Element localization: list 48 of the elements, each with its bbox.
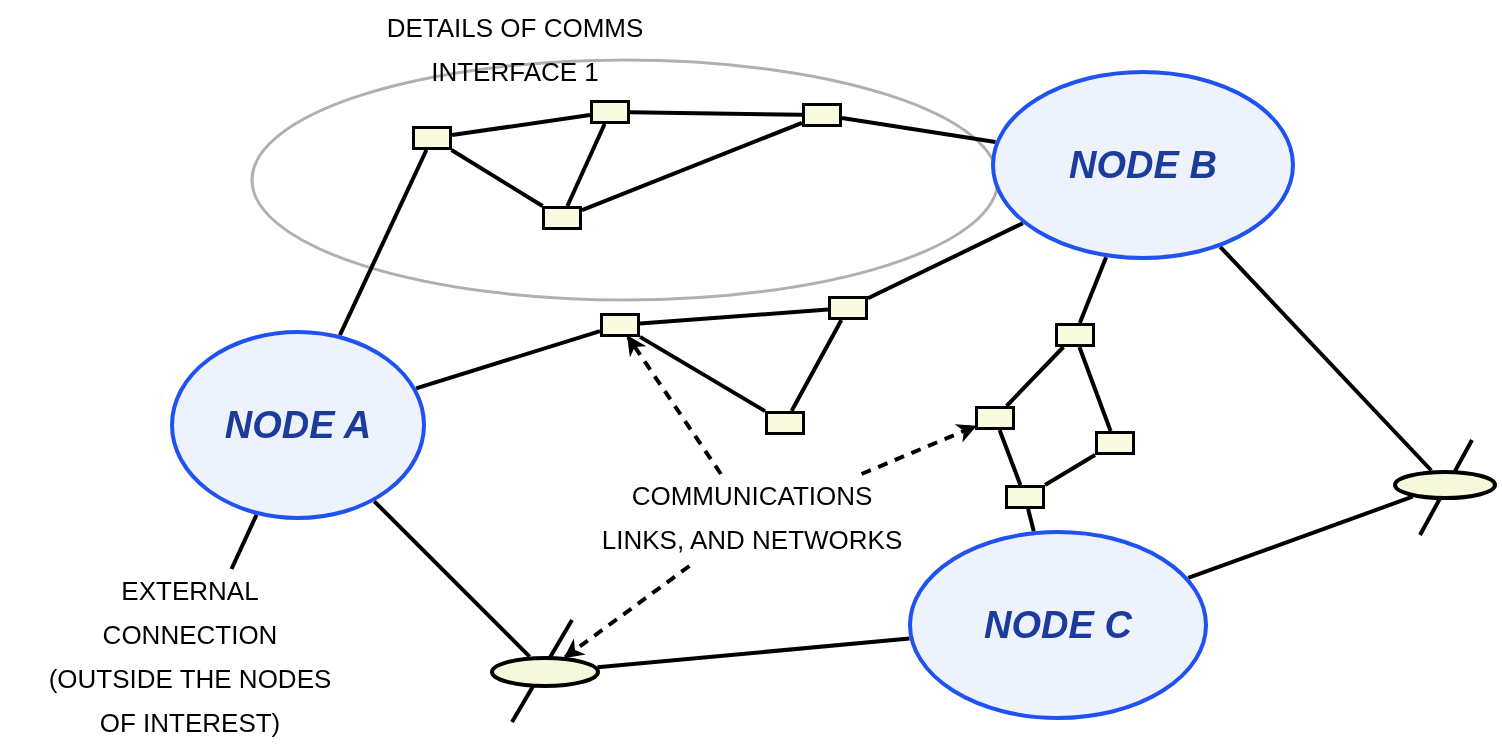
link-line bbox=[597, 636, 910, 670]
interface-box bbox=[412, 126, 452, 150]
link-line bbox=[581, 121, 803, 212]
node-label: NODE C bbox=[983, 603, 1133, 647]
link-line bbox=[629, 110, 803, 117]
dashed-arrow bbox=[626, 335, 723, 476]
interface-box bbox=[1005, 485, 1045, 509]
link-line bbox=[1026, 508, 1036, 532]
interface-box bbox=[802, 103, 842, 127]
interface-box bbox=[975, 406, 1015, 430]
link-line bbox=[1218, 245, 1433, 472]
link-line bbox=[450, 148, 544, 208]
interface-box bbox=[542, 206, 582, 230]
link-line bbox=[372, 499, 531, 658]
link-line bbox=[338, 149, 429, 337]
node-ellipse bbox=[991, 70, 1295, 260]
interface-box bbox=[1095, 431, 1135, 455]
interface-box bbox=[590, 100, 630, 124]
link-line bbox=[1043, 453, 1097, 487]
node-label: NODE A bbox=[223, 403, 373, 447]
node-ellipse bbox=[170, 330, 426, 520]
node-label: NODE B bbox=[1068, 143, 1218, 187]
link-line bbox=[997, 429, 1023, 486]
link-line bbox=[565, 123, 607, 207]
callout-text: EXTERNAL CONNECTION (OUTSIDE THE NODES OF INTEREST) bbox=[38, 569, 342, 749]
link-line bbox=[841, 116, 996, 144]
link-line bbox=[1187, 494, 1414, 580]
interface-box bbox=[1055, 323, 1095, 347]
dashed-arrow bbox=[860, 424, 977, 476]
interface-box bbox=[765, 411, 805, 435]
region-title: DETAILS OF COMMS INTERFACE 1 bbox=[385, 12, 645, 89]
link-line bbox=[639, 335, 766, 413]
interface-box bbox=[828, 296, 868, 320]
dashed-arrow bbox=[563, 564, 691, 659]
link-line bbox=[229, 514, 259, 570]
link-line bbox=[415, 329, 601, 391]
callout-text: COMMUNICATIONS LINKS, AND NETWORKS bbox=[592, 474, 912, 566]
link-line bbox=[1077, 256, 1108, 324]
link-line bbox=[1077, 346, 1113, 432]
link-line bbox=[867, 221, 1024, 301]
link-line bbox=[789, 319, 844, 412]
link-line bbox=[451, 112, 591, 138]
network-ellipse bbox=[1393, 470, 1497, 500]
node-ellipse bbox=[908, 530, 1208, 720]
link-line bbox=[639, 307, 829, 326]
link-line bbox=[1005, 345, 1065, 408]
interface-box bbox=[600, 313, 640, 337]
network-ellipse bbox=[490, 656, 600, 688]
